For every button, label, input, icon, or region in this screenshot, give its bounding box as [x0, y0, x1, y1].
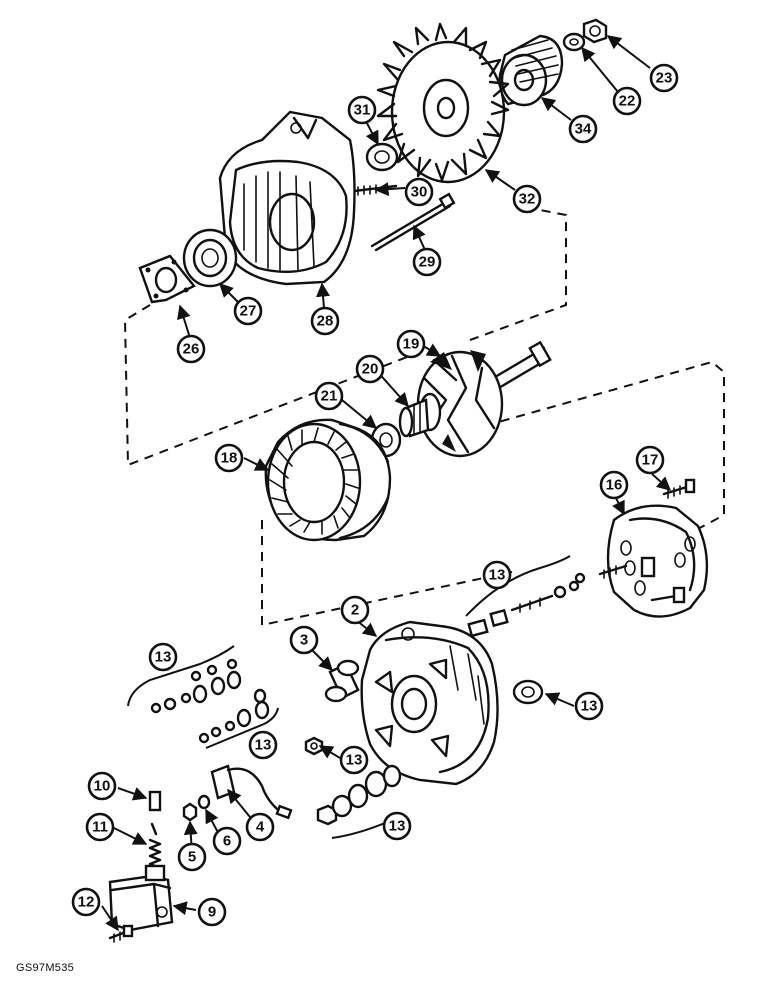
svg-text:34: 34 — [575, 121, 592, 138]
brush-part — [148, 790, 162, 812]
svg-text:20: 20 — [362, 361, 379, 378]
svg-text:9: 9 — [208, 904, 216, 921]
callout-34: 34 — [568, 114, 598, 144]
callout-12: 12 — [71, 887, 101, 917]
drive-end-bearing-part — [182, 228, 238, 288]
callout-19: 19 — [396, 329, 426, 359]
drive-end-housing-part — [218, 110, 356, 286]
callout-26: 26 — [176, 334, 206, 364]
svg-text:23: 23 — [656, 70, 673, 87]
rectifier-part — [598, 504, 709, 618]
svg-text:22: 22 — [619, 93, 636, 110]
svg-text:13: 13 — [489, 567, 506, 584]
callout-22: 22 — [612, 86, 642, 116]
callout-3: 3 — [289, 625, 319, 655]
bearing-part — [365, 142, 399, 172]
callout-30: 30 — [404, 177, 434, 207]
svg-text:13: 13 — [581, 698, 598, 715]
callout-6: 6 — [212, 826, 242, 856]
washer-part — [562, 32, 586, 52]
terminal-hardware-part — [467, 572, 586, 638]
svg-text:30: 30 — [411, 184, 428, 201]
slip-ring-end-housing-part — [360, 620, 499, 786]
callout-13-lower: 13 — [382, 811, 412, 841]
capacitor-part — [210, 764, 293, 820]
svg-text:13: 13 — [389, 818, 406, 835]
grommet-part — [512, 679, 544, 705]
callout-29: 29 — [412, 247, 442, 277]
callout-32: 32 — [512, 184, 542, 214]
stator-part — [264, 418, 392, 542]
callout-28: 28 — [310, 306, 340, 336]
callout-10: 10 — [87, 771, 117, 801]
svg-text:21: 21 — [321, 388, 338, 405]
brush-holder-part — [108, 864, 174, 932]
svg-text:2: 2 — [351, 602, 359, 619]
nut-part — [582, 18, 608, 44]
callout-21: 21 — [314, 381, 344, 411]
svg-text:18: 18 — [221, 450, 238, 467]
output-terminal-hardware — [304, 736, 402, 826]
svg-text:5: 5 — [188, 849, 196, 866]
callout-13-middle-left: 13 — [248, 730, 278, 760]
insulator-hardware-rows — [150, 658, 270, 744]
callout-16: 16 — [599, 470, 629, 500]
fan-part — [376, 22, 510, 184]
callout-11: 11 — [85, 812, 115, 842]
svg-text:10: 10 — [94, 778, 111, 795]
rotor-part — [416, 340, 552, 458]
holder-screw-part — [108, 924, 134, 943]
callout-13-grommet: 13 — [574, 691, 604, 721]
svg-text:13: 13 — [155, 649, 172, 666]
slip-ring-part — [398, 398, 430, 438]
svg-text:32: 32 — [519, 191, 536, 208]
svg-text:19: 19 — [403, 336, 420, 353]
svg-text:3: 3 — [300, 632, 308, 649]
svg-text:27: 27 — [240, 303, 257, 320]
svg-text:4: 4 — [256, 819, 265, 836]
callout-9: 9 — [197, 897, 227, 927]
callout-13-upper-left: 13 — [148, 642, 178, 672]
svg-text:12: 12 — [78, 894, 95, 911]
small-washer-part — [197, 794, 211, 810]
callout-bubbles: 23 22 34 31 32 30 29 27 28 26 19 20 21 1… — [71, 63, 679, 927]
svg-text:6: 6 — [223, 833, 231, 850]
svg-text:11: 11 — [92, 819, 108, 836]
svg-text:29: 29 — [419, 254, 436, 271]
svg-text:17: 17 — [642, 452, 659, 469]
assembly-guide-lines — [123, 209, 725, 627]
callout-31: 31 — [347, 95, 377, 125]
callout-13-nut: 13 — [339, 745, 369, 775]
figure-code: GS97M535 — [16, 962, 75, 974]
svg-text:31: 31 — [354, 102, 371, 119]
brush-spring-part — [148, 822, 162, 874]
callout-2: 2 — [340, 595, 370, 625]
callout-17: 17 — [635, 445, 665, 475]
bushing-part — [324, 659, 360, 703]
svg-text:16: 16 — [606, 477, 623, 494]
callout-5: 5 — [177, 842, 207, 872]
callout-18: 18 — [214, 443, 244, 473]
callout-27: 27 — [233, 296, 263, 326]
callout-13-rectifier-hardware: 13 — [482, 560, 512, 590]
svg-text:13: 13 — [255, 737, 272, 754]
callout-4: 4 — [245, 812, 275, 842]
callout-23: 23 — [649, 63, 679, 93]
bracket-screw-part — [662, 478, 696, 499]
svg-text:26: 26 — [183, 341, 200, 358]
callout-20: 20 — [355, 354, 385, 384]
svg-text:28: 28 — [317, 313, 334, 330]
retainer-plate-part — [138, 254, 196, 304]
small-screw-part — [182, 802, 198, 822]
svg-text:13: 13 — [346, 752, 363, 769]
pulley-part — [498, 34, 564, 107]
